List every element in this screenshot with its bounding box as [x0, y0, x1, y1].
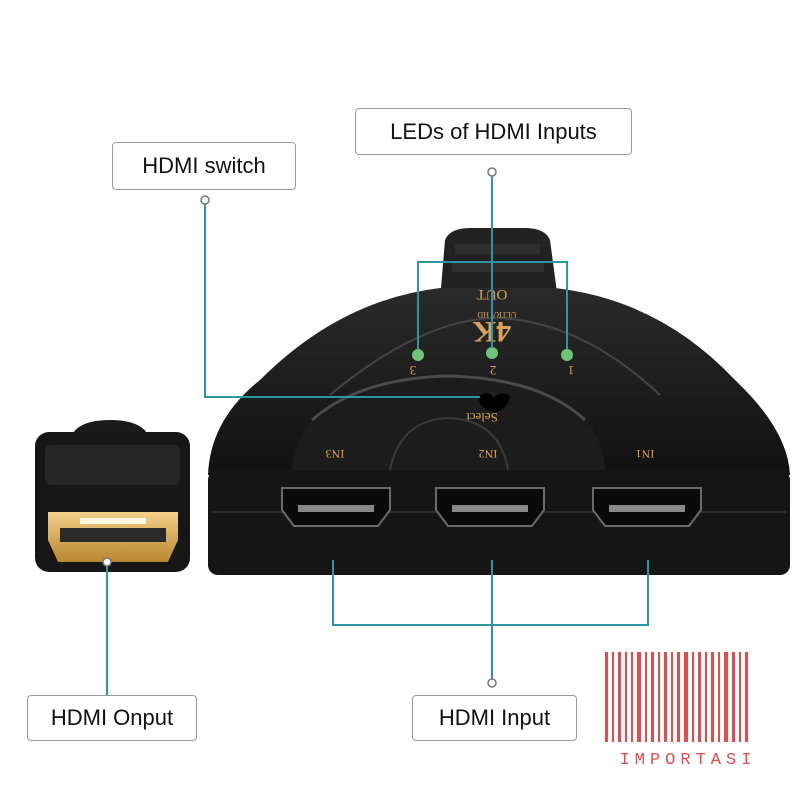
- barcode-bar: [732, 652, 735, 742]
- barcode-bar: [658, 652, 660, 742]
- hdmi-plug: [35, 420, 190, 572]
- input-ports: IN3 IN2 IN1: [281, 447, 702, 527]
- led-1: [561, 349, 573, 361]
- led-number-1: 1: [568, 363, 575, 378]
- barcode-bar: [692, 652, 694, 742]
- importasi-logo-text: IMPORTASI: [620, 751, 757, 770]
- callout-hdmi-switch: HDMI switch: [112, 142, 296, 190]
- barcode-bar: [739, 652, 741, 742]
- barcode-bar: [605, 652, 608, 742]
- barcode-bar: [684, 652, 688, 742]
- barcode-bar: [671, 652, 673, 742]
- barcode-bar: [651, 652, 654, 742]
- output-cable-tail: [440, 228, 558, 300]
- callout-hdmi-input: HDMI Input: [412, 695, 577, 741]
- barcode-bar: [625, 652, 627, 742]
- hdmi-port-in1[interactable]: [592, 487, 702, 527]
- hdmi-port-in3[interactable]: [281, 487, 391, 527]
- led-3: [412, 349, 424, 361]
- led-number-3: 3: [410, 363, 417, 378]
- led-number-2: 2: [490, 363, 497, 378]
- barcode-bar: [645, 652, 647, 742]
- hdmi-port-in2[interactable]: [435, 487, 545, 527]
- port-label-in3: IN3: [326, 447, 345, 461]
- callout-dots: [102, 167, 497, 688]
- port-label-in2: IN2: [479, 447, 498, 461]
- barcode-bar: [618, 652, 621, 742]
- barcode-bar: [698, 652, 701, 742]
- barcode-bar: [718, 652, 720, 742]
- select-label: Select: [466, 410, 498, 425]
- barcode-bar: [711, 652, 714, 742]
- barcode-bar: [705, 652, 707, 742]
- callout-hdmi-output: HDMI Onput: [27, 695, 197, 741]
- callout-lines: [106, 172, 649, 695]
- barcode-bar: [724, 652, 728, 742]
- barcode-bar: [631, 652, 633, 742]
- barcode-bar: [612, 652, 614, 742]
- barcode-bar: [664, 652, 667, 742]
- port-label-in1: IN1: [636, 447, 655, 461]
- led-2: [486, 347, 498, 359]
- callout-leds: LEDs of HDMI Inputs: [355, 108, 632, 155]
- barcode-bar: [637, 652, 641, 742]
- ultra-hd-label: ULTRA HD: [477, 310, 516, 319]
- select-button[interactable]: [478, 393, 510, 412]
- importasi-logo: [605, 652, 748, 742]
- barcode-bar: [677, 652, 680, 742]
- led-indicators: 3 2 1: [410, 347, 575, 378]
- barcode-bar: [745, 652, 748, 742]
